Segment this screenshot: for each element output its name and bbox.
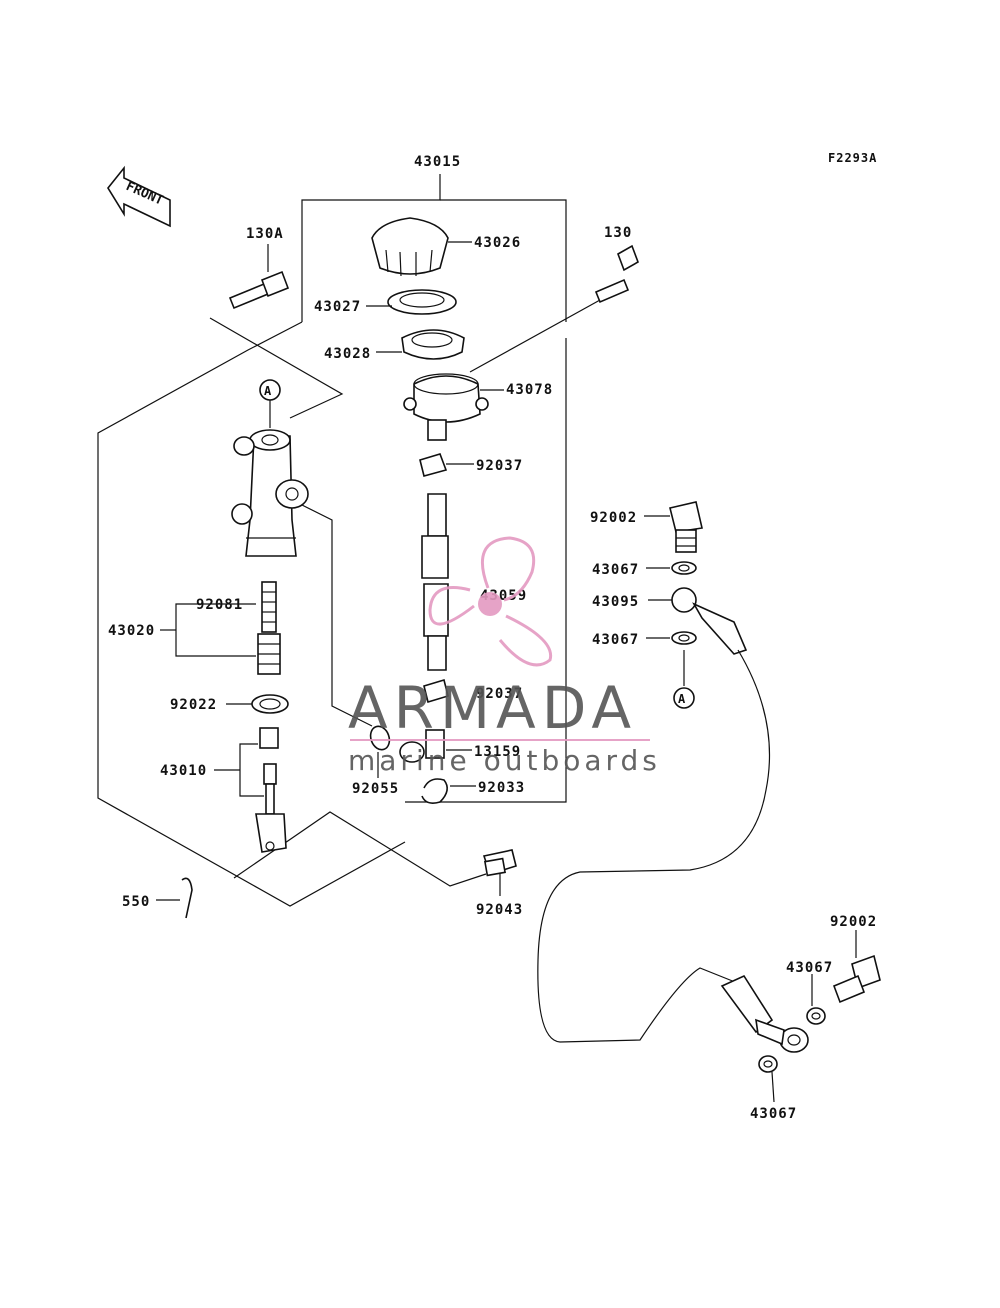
bracket-43010 xyxy=(214,743,264,797)
banjo-bolt-lower-part xyxy=(832,930,881,1004)
propeller-logo-icon xyxy=(428,536,553,667)
washer-lower-part xyxy=(646,631,697,645)
hose-banjo-end-part xyxy=(720,974,809,1053)
master-cylinder-body-part xyxy=(231,429,309,557)
callout-43067-c: 43067 xyxy=(786,960,833,976)
svg-text:A: A xyxy=(678,692,686,706)
callout-43095: 43095 xyxy=(592,594,639,610)
bracket-43020 xyxy=(160,603,256,657)
cotter-pin-part xyxy=(156,877,193,919)
assembly-outline xyxy=(97,174,567,907)
part-callouts: 43015 43026 43027 43028 43078 92037 4305… xyxy=(108,154,877,1122)
callout-43067-a: 43067 xyxy=(592,562,639,578)
callout-43020: 43020 xyxy=(108,623,155,639)
clutch-hose-part xyxy=(537,587,771,1043)
reservoir-cap-part xyxy=(371,217,472,277)
callout-92055: 92055 xyxy=(352,781,399,797)
callout-92037-upper: 92037 xyxy=(476,458,523,474)
reference-marker-a-top: A xyxy=(259,379,281,428)
callout-92037-lower: 92037 xyxy=(476,686,523,702)
callout-92022: 92022 xyxy=(170,697,217,713)
push-rod-part xyxy=(255,727,287,853)
callout-92081: 92081 xyxy=(196,597,243,613)
clevis-pin-part xyxy=(482,849,517,896)
armada-watermark: ARMADA marine outboards xyxy=(348,536,661,777)
reservoir-part xyxy=(403,373,504,441)
callout-43078: 43078 xyxy=(506,382,553,398)
o-ring-part xyxy=(299,503,391,778)
bolt-130-part xyxy=(469,244,639,373)
callout-130: 130 xyxy=(604,225,632,241)
callout-13159: 13159 xyxy=(474,744,521,760)
reservoir-hose-part xyxy=(421,493,449,671)
callout-92043: 92043 xyxy=(476,902,523,918)
callout-92033: 92033 xyxy=(478,780,525,796)
circlip-part xyxy=(421,778,476,804)
diaphragm-plate-part xyxy=(366,289,457,315)
callout-43028: 43028 xyxy=(324,346,371,362)
callout-43067-b: 43067 xyxy=(592,632,639,648)
front-arrow-icon: FRONT xyxy=(107,165,171,228)
hose-fitting-part xyxy=(399,729,472,763)
washer-lower-right-part xyxy=(806,974,826,1025)
diaphragm-part xyxy=(376,329,465,360)
bolt-130a-part xyxy=(228,244,290,310)
diagram-code: F2293A xyxy=(828,151,877,165)
svg-text:A: A xyxy=(264,384,272,398)
piston-spring-part xyxy=(257,581,281,675)
watermark-tagline: marine outboards xyxy=(348,744,661,777)
callout-43010: 43010 xyxy=(160,763,207,779)
reference-marker-a-bottom: A xyxy=(673,650,695,709)
snap-ring-part xyxy=(226,694,289,714)
washer-lower-left-part xyxy=(758,1055,778,1103)
watermark-brand: ARMADA xyxy=(348,674,637,742)
washer-upper-part xyxy=(646,561,697,575)
banjo-bolt-upper-part xyxy=(644,501,703,553)
callout-43027: 43027 xyxy=(314,299,361,315)
hose-clamp-upper-part xyxy=(419,453,474,477)
callout-550: 550 xyxy=(122,894,150,910)
callout-43015: 43015 xyxy=(414,154,461,170)
hose-clamp-lower-part xyxy=(423,678,449,704)
callout-92002-upper: 92002 xyxy=(590,510,637,526)
callout-130a: 130A xyxy=(246,226,284,242)
callout-92002-lower: 92002 xyxy=(830,914,877,930)
callout-43026: 43026 xyxy=(474,235,521,251)
callout-43067-d: 43067 xyxy=(750,1106,797,1122)
